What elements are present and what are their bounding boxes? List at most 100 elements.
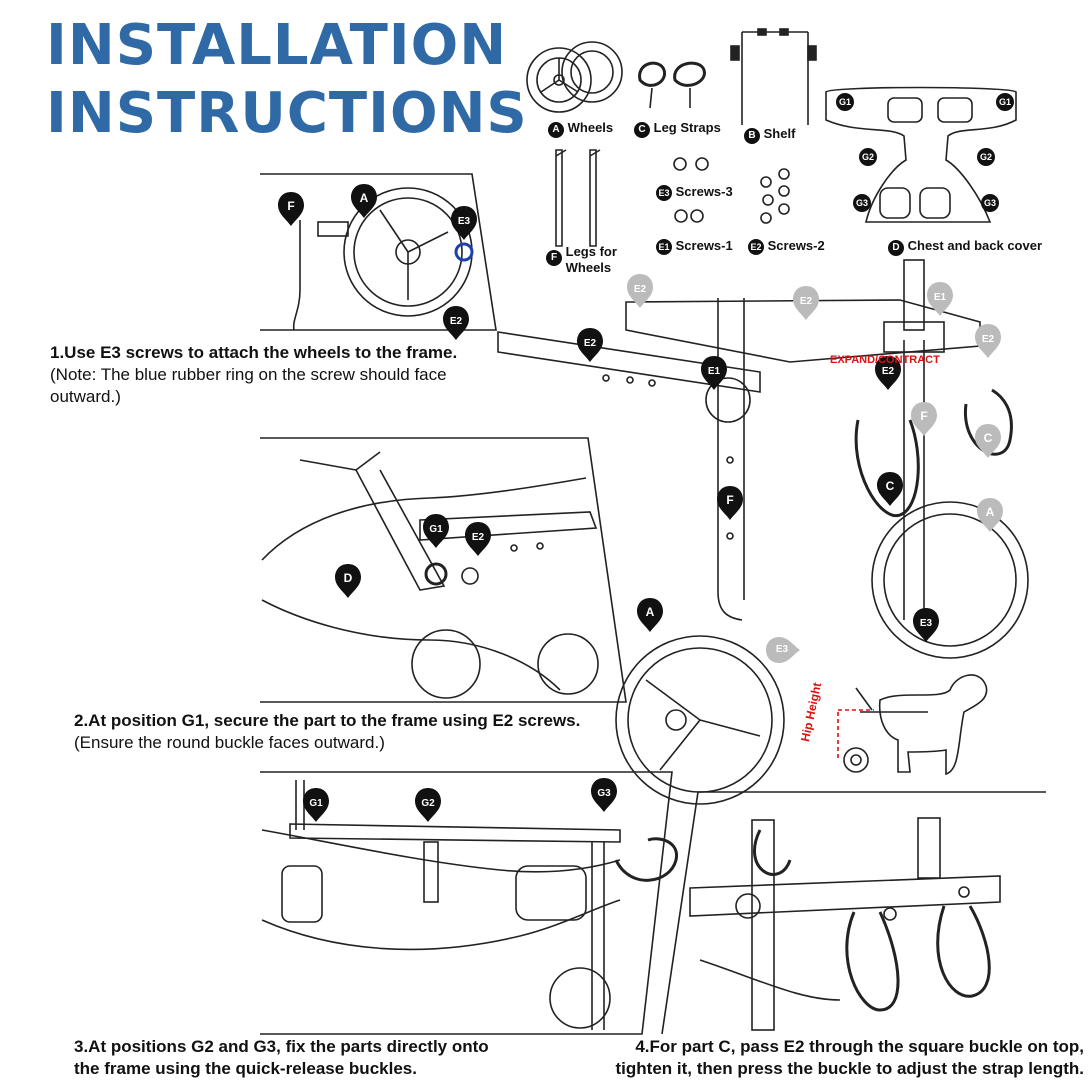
- screws1-label: E1 Screws-1: [656, 238, 733, 255]
- leg-straps-label: C Leg Straps: [634, 120, 721, 138]
- g1-badge-left: G1: [836, 93, 854, 111]
- svg-text:C: C: [886, 479, 895, 493]
- screws2-label: E2 Screws-2: [748, 238, 825, 255]
- shelf-label: B Shelf: [744, 126, 795, 144]
- svg-text:G2: G2: [421, 798, 435, 809]
- cover-part-drawing: [825, 86, 1017, 223]
- step2-illustration: [260, 437, 627, 703]
- marker-c-frame: C: [877, 472, 903, 506]
- marker-e1-gray: E1: [927, 282, 953, 316]
- marker-e1-frame: E1: [701, 356, 727, 390]
- title-line-1: INSTALLATION: [46, 13, 508, 78]
- marker-f-frame: F: [717, 486, 743, 520]
- letter-badge-a: A: [548, 122, 564, 138]
- main-frame-drawing: [497, 259, 1029, 805]
- letter-badge-f: F: [546, 250, 562, 266]
- step1-text: 1.Use E3 screws to attach the wheels to …: [50, 342, 457, 408]
- svg-text:G2: G2: [862, 152, 874, 162]
- step3-line2: the frame using the quick-release buckle…: [74, 1059, 417, 1078]
- g1-badge-right: G1: [996, 93, 1014, 111]
- svg-text:A: A: [646, 605, 655, 619]
- marker-f-step1: F: [278, 192, 304, 226]
- marker-e3-frame: E3: [913, 608, 939, 642]
- letter-badge-e1: E1: [656, 239, 672, 255]
- g2-badge-left: G2: [859, 148, 877, 166]
- wheels-label: A Wheels: [548, 120, 613, 138]
- step3-line1: 3.At positions G2 and G3, fix the parts …: [74, 1037, 489, 1056]
- svg-text:A: A: [360, 191, 369, 205]
- marker-d-step2: D: [335, 564, 361, 598]
- svg-text:C: C: [984, 431, 993, 445]
- svg-text:E1: E1: [708, 366, 721, 377]
- svg-text:G1: G1: [999, 97, 1011, 107]
- step4-illustration: [661, 791, 1046, 1035]
- svg-text:G3: G3: [984, 198, 996, 208]
- marker-e2-gray-a: E2: [627, 274, 653, 308]
- step2-text: 2.At position G1, secure the part to the…: [74, 710, 580, 754]
- svg-text:F: F: [726, 493, 733, 507]
- svg-text:E2: E2: [634, 284, 647, 295]
- marker-a-frame: A: [637, 598, 663, 632]
- marker-g1-step3: G1: [303, 788, 329, 822]
- svg-text:G3: G3: [597, 788, 611, 799]
- letter-badge-c: C: [634, 122, 650, 138]
- letter-badge-b: B: [744, 128, 760, 144]
- step1-main: 1.Use E3 screws to attach the wheels to …: [50, 343, 458, 362]
- marker-e2-step2: E2: [465, 522, 491, 556]
- svg-text:E2: E2: [882, 366, 895, 377]
- step3-text: 3.At positions G2 and G3, fix the parts …: [74, 1036, 489, 1080]
- step2-main: 2.At position G1, secure the part to the…: [74, 711, 581, 730]
- marker-e3-gray: E3: [766, 637, 800, 663]
- legs-part-drawing: [555, 149, 601, 247]
- leg-straps-part-drawing: [638, 61, 706, 109]
- cover-label: D Chest and back cover: [888, 238, 1042, 256]
- marker-g1-step2: G1: [423, 514, 449, 548]
- marker-e2-frame-c: E2: [875, 356, 901, 390]
- step4-line2: tighten it, then press the buckle to adj…: [615, 1059, 1085, 1078]
- step1-note-line2: outward.): [50, 387, 121, 406]
- shelf-part-drawing: [730, 28, 817, 125]
- marker-a-step1: A: [351, 184, 377, 218]
- dog-drawing: [837, 674, 988, 776]
- svg-text:D: D: [344, 571, 353, 585]
- marker-e3-step1: E3: [451, 206, 477, 240]
- marker-g3-step3: G3: [591, 778, 617, 812]
- marker-e2-frame-b: E2: [577, 328, 603, 362]
- svg-text:G1: G1: [309, 798, 323, 809]
- marker-c-gray: C: [975, 424, 1001, 458]
- marker-e2-gray-b: E2: [793, 286, 819, 320]
- step1-note-line1: (Note: The blue rubber ring on the screw…: [50, 365, 447, 384]
- marker-a-gray: A: [977, 498, 1003, 532]
- svg-text:E3: E3: [920, 618, 933, 629]
- letter-badge-d: D: [888, 240, 904, 256]
- svg-text:E2: E2: [800, 296, 813, 307]
- step2-note: (Ensure the round buckle faces outward.): [74, 733, 385, 752]
- marker-g2-step3: G2: [415, 788, 441, 822]
- svg-text:A: A: [986, 505, 995, 519]
- svg-text:E2: E2: [450, 316, 463, 327]
- svg-text:E3: E3: [458, 216, 471, 227]
- svg-text:F: F: [287, 199, 294, 213]
- marker-e2-gray-c: E2: [975, 324, 1001, 358]
- g3-badge-left: G3: [853, 194, 871, 212]
- marker-f-gray: F: [911, 402, 937, 436]
- wheels-part-drawing: [526, 41, 623, 113]
- svg-text:E2: E2: [472, 532, 485, 543]
- svg-text:E3: E3: [776, 644, 789, 655]
- screws3-label: E3 Screws-3: [656, 184, 733, 201]
- expand-contract-label: EXPAND/CONTRACT: [830, 354, 940, 366]
- step4-line1: 4.For part C, pass E2 through the square…: [635, 1037, 1084, 1056]
- svg-text:E1: E1: [934, 292, 947, 303]
- screws-part-drawing: [673, 157, 790, 224]
- letter-badge-e3: E3: [656, 185, 672, 201]
- step1-illustration: [260, 173, 497, 331]
- letter-badge-e2: E2: [748, 239, 764, 255]
- svg-text:G1: G1: [429, 524, 443, 535]
- svg-text:E2: E2: [982, 334, 995, 345]
- legs-label: F Legs for Wheels: [546, 244, 617, 276]
- marker-e2-frame-a: E2: [443, 306, 469, 340]
- svg-text:G1: G1: [839, 97, 851, 107]
- g3-badge-right: G3: [981, 194, 999, 212]
